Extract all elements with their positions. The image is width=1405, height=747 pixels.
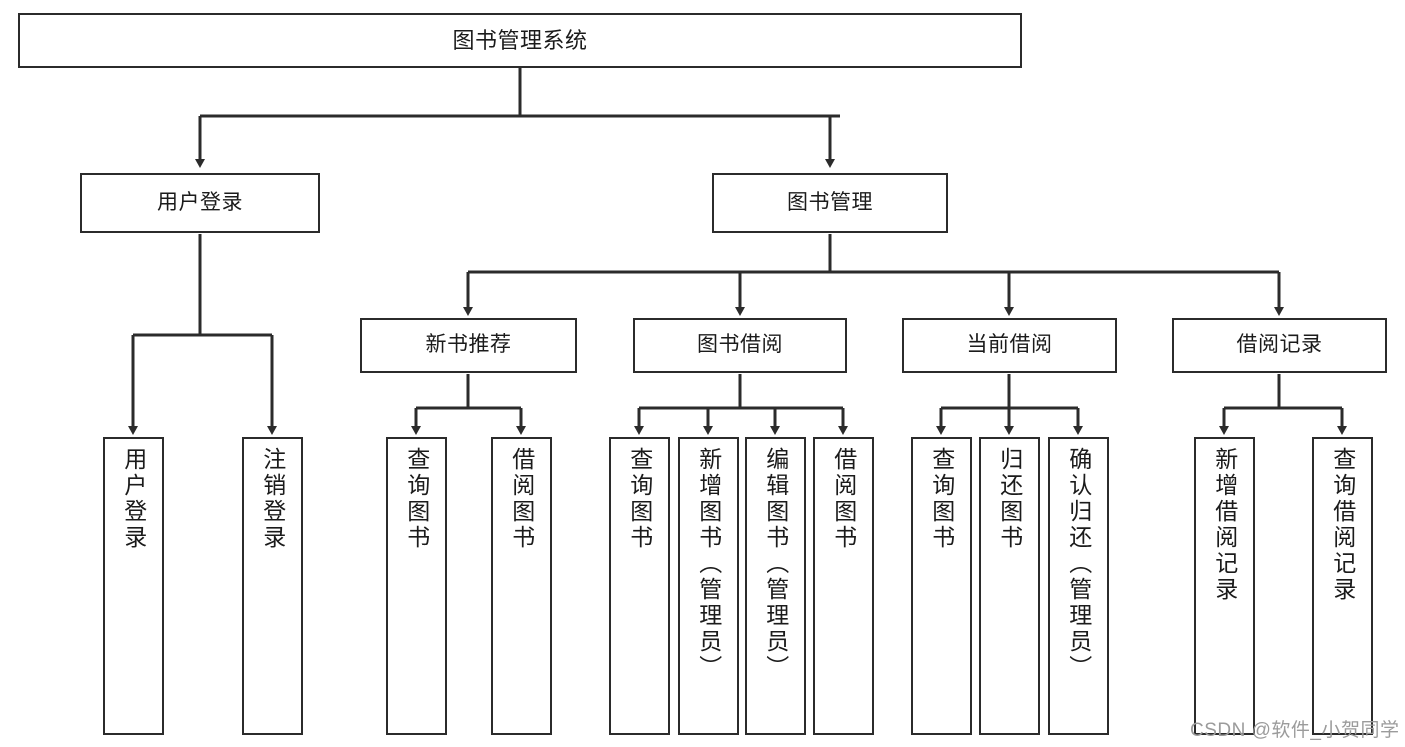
leaf-user-login-1-label: 注销登录 [259,447,286,551]
leaf-new-book-1-label: 借阅图书 [508,447,535,551]
node-book-borrow[interactable]: 图书借阅 [633,318,847,373]
leaf-borrow-record-0[interactable]: 新增借阅记录 [1194,437,1255,735]
leaf-current-borrow-2-label: 确认归还（管理员） [1065,447,1092,681]
leaf-new-book-1[interactable]: 借阅图书 [491,437,552,735]
leaf-book-borrow-1-label: 新增图书（管理员） [695,447,722,681]
node-new-book-recommend[interactable]: 新书推荐 [360,318,577,373]
node-current-borrow-label: 当前借阅 [966,333,1053,357]
node-user-login-label: 用户登录 [157,190,243,214]
leaf-current-borrow-1[interactable]: 归还图书 [979,437,1040,735]
leaf-book-borrow-0-label: 查询图书 [626,447,653,551]
leaf-new-book-0-label: 查询图书 [403,447,430,551]
leaf-book-borrow-3-label: 借阅图书 [830,447,857,551]
leaf-current-borrow-0-label: 查询图书 [928,447,955,551]
leaf-current-borrow-0[interactable]: 查询图书 [911,437,972,735]
leaf-user-login-0[interactable]: 用户登录 [103,437,164,735]
leaf-borrow-record-0-label: 新增借阅记录 [1211,447,1238,603]
node-new-book-recommend-label: 新书推荐 [425,333,512,357]
node-root[interactable]: 图书管理系统 [18,13,1022,68]
node-root-label: 图书管理系统 [452,27,588,53]
node-book-management[interactable]: 图书管理 [712,173,948,233]
leaf-current-borrow-1-label: 归还图书 [996,447,1023,551]
leaf-current-borrow-2[interactable]: 确认归还（管理员） [1048,437,1109,735]
node-current-borrow[interactable]: 当前借阅 [902,318,1117,373]
leaf-borrow-record-1[interactable]: 查询借阅记录 [1312,437,1373,735]
leaf-book-borrow-2-label: 编辑图书（管理员） [762,447,789,681]
node-borrow-record[interactable]: 借阅记录 [1172,318,1387,373]
leaf-new-book-0[interactable]: 查询图书 [386,437,447,735]
leaf-user-login-1[interactable]: 注销登录 [242,437,303,735]
connectors [128,68,1347,435]
leaf-book-borrow-1[interactable]: 新增图书（管理员） [678,437,739,735]
leaf-book-borrow-3[interactable]: 借阅图书 [813,437,874,735]
leaf-user-login-0-label: 用户登录 [120,447,147,551]
leaf-book-borrow-0[interactable]: 查询图书 [609,437,670,735]
node-user-login[interactable]: 用户登录 [80,173,320,233]
leaf-book-borrow-2[interactable]: 编辑图书（管理员） [745,437,806,735]
node-borrow-record-label: 借阅记录 [1236,333,1323,357]
node-book-borrow-label: 图书借阅 [697,333,783,357]
leaf-borrow-record-1-label: 查询借阅记录 [1329,447,1356,603]
node-book-management-label: 图书管理 [787,190,873,214]
